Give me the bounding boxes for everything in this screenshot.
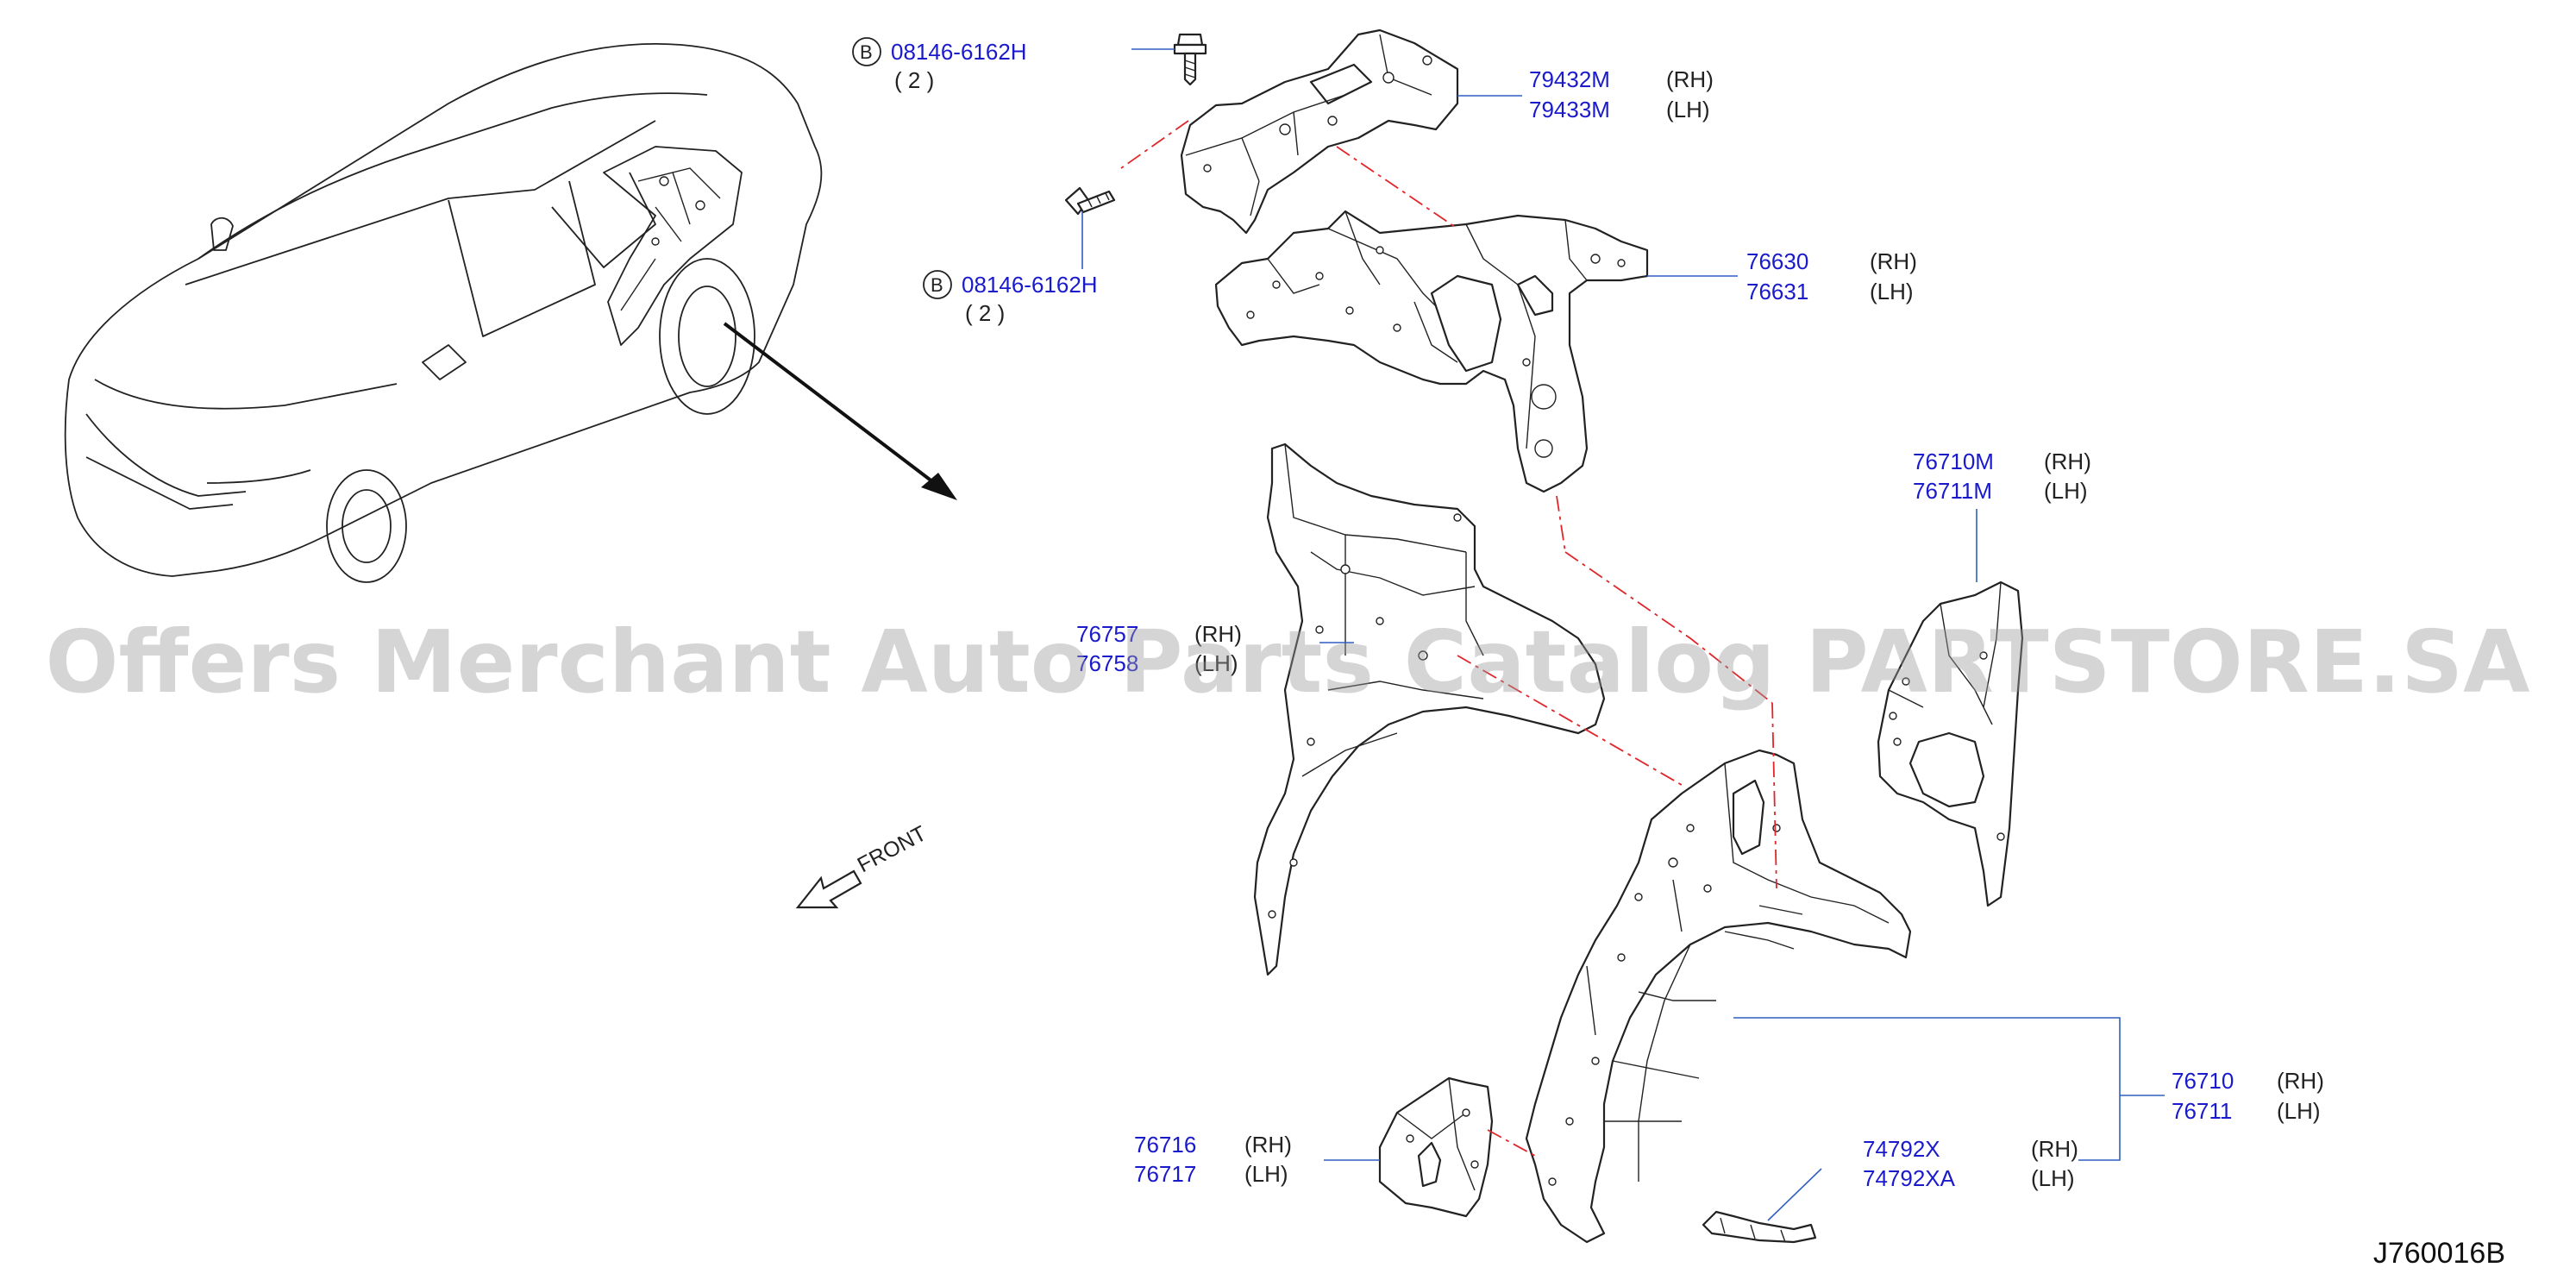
callout-76716: 76716 (RH) 76717 (LH): [1134, 1132, 1292, 1187]
part-number-76758[interactable]: 76758: [1076, 650, 1138, 676]
bolt-upper-badge: B: [860, 41, 873, 63]
panel-76716[interactable]: [1378, 1076, 1494, 1218]
bracket-74792x[interactable]: [1702, 1210, 1817, 1244]
part-number-76711[interactable]: 76711: [2172, 1098, 2232, 1124]
bolt-upper-qty: ( 2 ): [894, 67, 934, 93]
bolt-lower-qty: ( 2 ): [965, 300, 1005, 326]
side-lh: (LH): [1244, 1161, 1288, 1187]
part-number-76630[interactable]: 76630: [1746, 248, 1808, 274]
side-lh: (LH): [2277, 1098, 2321, 1124]
wheelhouse-outer-76710[interactable]: [1525, 749, 1912, 1244]
callout-76630: 76630 (RH) 76631 (LH): [1746, 248, 1917, 304]
front-direction-indicator: FRONT: [795, 821, 931, 909]
callout-7675x: 76757 (RH) 76758 (LH): [1076, 621, 1242, 676]
side-rh: (RH): [1870, 248, 1917, 274]
side-lh: (LH): [2031, 1165, 2075, 1191]
panel-76710m[interactable]: [1877, 580, 2024, 907]
part-number-79433m[interactable]: 79433M: [1529, 97, 1610, 122]
part-number-76717[interactable]: 76717: [1134, 1161, 1196, 1187]
assembly-dashed-lines: [1120, 120, 1777, 1157]
callout-bolt-lower: B 08146-6162H ( 2 ): [923, 270, 1098, 326]
part-number-76711m[interactable]: 76711M: [1913, 478, 1992, 504]
callout-76710m: 76710M (RH) 76711M (LH): [1913, 449, 2091, 504]
side-rh: (RH): [2031, 1136, 2078, 1162]
wheelhouse-inner-76757[interactable]: [1253, 442, 1606, 976]
callout-79432m: 79432M (RH) 79433M (LH): [1529, 66, 1714, 122]
side-lh: (LH): [2044, 478, 2088, 504]
diagram-id: J760016B: [2373, 1237, 2505, 1270]
side-rh: (RH): [2277, 1068, 2324, 1094]
part-number-76710m[interactable]: 76710M: [1913, 449, 1994, 474]
side-rh: (RH): [1666, 66, 1714, 92]
front-label: FRONT: [854, 821, 931, 877]
watermark-text: Offers Merchant Auto Parts Catalog PARTS…: [45, 612, 2529, 712]
side-lh: (LH): [1194, 650, 1238, 676]
part-number-76716[interactable]: 76716: [1134, 1132, 1196, 1158]
side-lh: (LH): [1666, 97, 1710, 122]
part-number-79432m[interactable]: 79432M: [1529, 66, 1610, 92]
side-rh: (RH): [1194, 621, 1242, 647]
part-number-76757[interactable]: 76757: [1076, 621, 1138, 647]
inner-panel-76630[interactable]: [1214, 210, 1649, 493]
leader-lines: [1081, 48, 2165, 1221]
callout-76710: 76710 (RH) 76711 (LH): [2172, 1068, 2324, 1124]
part-number-74792x[interactable]: 74792X: [1863, 1136, 1940, 1162]
side-lh: (LH): [1870, 279, 1914, 304]
side-rh: (RH): [2044, 449, 2091, 474]
bolt-lower[interactable]: [1064, 186, 1116, 216]
bolt-upper-part-number[interactable]: 08146-6162H: [891, 39, 1027, 65]
callout-bolt-upper: B 08146-6162H ( 2 ): [852, 37, 1027, 93]
part-number-76710[interactable]: 76710: [2172, 1068, 2234, 1094]
bolt-upper[interactable]: [1173, 33, 1207, 86]
bolt-lower-badge: B: [931, 274, 943, 296]
side-rh: (RH): [1244, 1132, 1292, 1158]
part-number-74792xa[interactable]: 74792XA: [1863, 1165, 1956, 1191]
bolt-lower-part-number[interactable]: 08146-6162H: [962, 272, 1098, 298]
bracket-79432m[interactable]: [1180, 28, 1459, 235]
vehicle-overview-illustration: [64, 42, 957, 583]
part-number-76631[interactable]: 76631: [1746, 279, 1808, 304]
callout-74792x: 74792X (RH) 74792XA (LH): [1863, 1136, 2078, 1191]
